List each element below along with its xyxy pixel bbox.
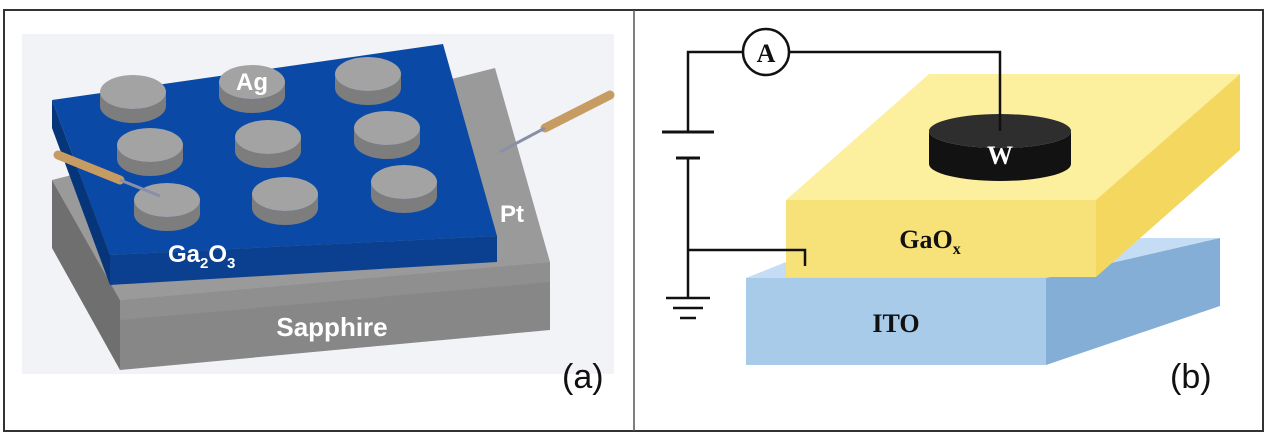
ag-electrodes: [100, 57, 437, 231]
ag-electrode: [371, 165, 437, 213]
right-probe: [499, 90, 615, 154]
panel-b-tag: (b): [1170, 358, 1212, 396]
battery-symbol: [662, 130, 714, 160]
label-w: W: [987, 141, 1013, 170]
left-probe: [53, 150, 161, 198]
panel-a-tag: (a): [562, 358, 604, 396]
label-sapphire: Sapphire: [276, 312, 387, 342]
ag-electrode: [252, 177, 318, 225]
ag-electrode: [117, 128, 183, 176]
label-ito: ITO: [872, 309, 919, 338]
panel-b: A W GaOx ITO (b): [662, 27, 1240, 396]
ag-electrode: [335, 57, 401, 105]
ammeter: A: [741, 27, 791, 77]
ground-symbol: [666, 296, 710, 320]
label-ag: Ag: [236, 69, 268, 96]
ag-electrode: [100, 75, 166, 123]
label-gaox: GaOx: [899, 225, 960, 258]
panel-a: Ag Ga2O3 Pt Sapphire (a): [22, 34, 615, 396]
circuit-wires: [686, 50, 1002, 298]
label-ga2o3: Ga2O3: [168, 241, 235, 272]
ag-electrode: [354, 111, 420, 159]
ag-electrode: [235, 120, 301, 168]
label-pt: Pt: [500, 201, 524, 228]
ag-electrode: [219, 65, 285, 113]
label-ammeter: A: [757, 39, 776, 68]
